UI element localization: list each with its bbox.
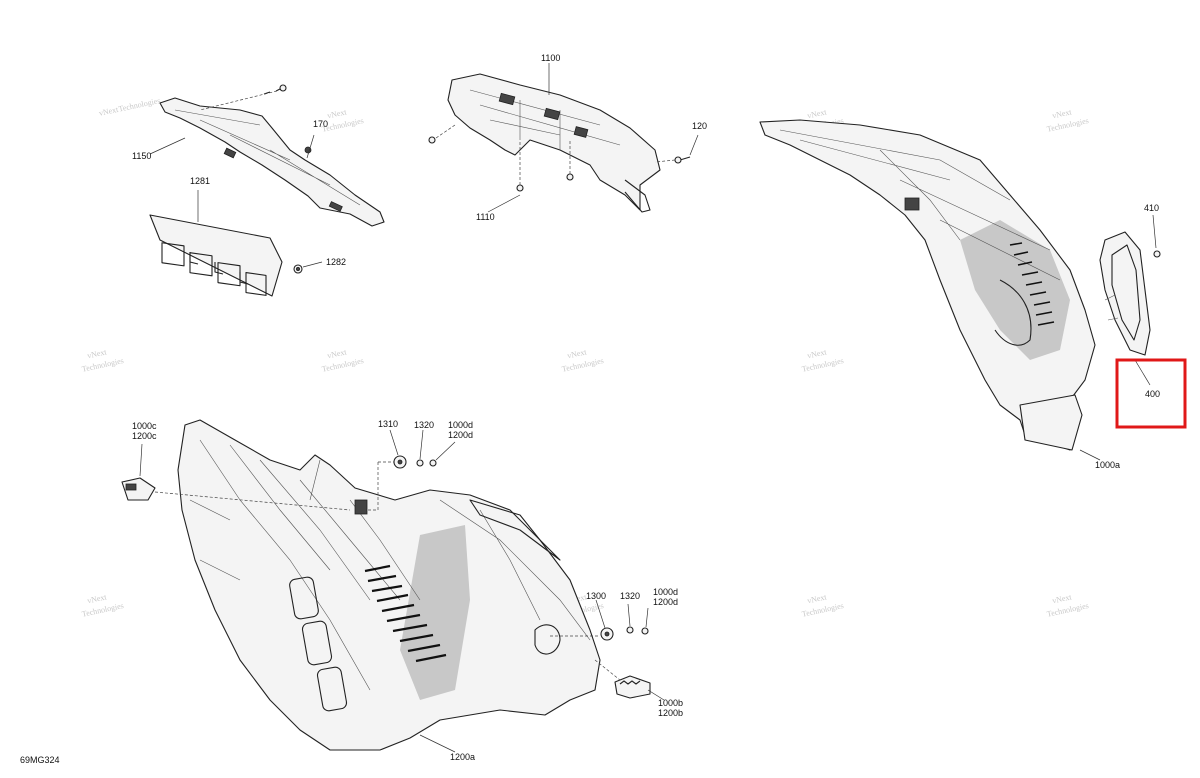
callout-1000d[interactable]: 1000d bbox=[653, 587, 678, 597]
part-1000b-clip[interactable] bbox=[614, 675, 651, 699]
diagram-code: 69MG324 bbox=[20, 755, 60, 765]
part-400-trim-frame[interactable] bbox=[1099, 231, 1151, 356]
callout-1000c[interactable]: 1000c bbox=[132, 421, 157, 431]
part-1200a-side-panel[interactable] bbox=[177, 419, 601, 751]
callout-1281[interactable]: 1281 bbox=[190, 176, 210, 186]
part-1281-vent-grille[interactable] bbox=[149, 214, 283, 297]
part-1100-bracket[interactable] bbox=[447, 73, 661, 213]
svg-text:vNext: vNext bbox=[326, 347, 348, 360]
callout-1000d[interactable]: 1000d bbox=[448, 420, 473, 430]
callout-1100[interactable]: 1100 bbox=[541, 53, 560, 63]
svg-text:vNext: vNext bbox=[806, 347, 828, 360]
svg-text:vNext: vNext bbox=[806, 592, 828, 605]
watermark: vNext Technologies bbox=[801, 592, 844, 618]
watermark: vNext Technologies bbox=[321, 347, 364, 373]
watermark: vNext Technologies bbox=[1046, 592, 1089, 618]
svg-text:vNext: vNext bbox=[98, 105, 120, 118]
washer-1000d-icon bbox=[641, 627, 649, 635]
watermark: vNext Technologies bbox=[1046, 107, 1089, 133]
callout-400[interactable]: 400 bbox=[1145, 389, 1160, 399]
watermark: vNext Technologies bbox=[98, 96, 161, 118]
screw-fastener-icon bbox=[263, 84, 287, 95]
callout-120[interactable]: 120 bbox=[692, 121, 707, 131]
callout-1320[interactable]: 1320 bbox=[414, 420, 434, 430]
screw-1320-icon bbox=[626, 626, 634, 634]
callout-410[interactable]: 410 bbox=[1144, 203, 1159, 213]
screw-fastener-icon bbox=[428, 136, 691, 192]
callout-1300[interactable]: 1300 bbox=[586, 591, 606, 601]
watermark: vNext Technologies bbox=[561, 347, 604, 373]
callout-1200b[interactable]: 1200b bbox=[658, 708, 683, 718]
watermark: vNext Technologies bbox=[81, 592, 124, 618]
vent-slots bbox=[364, 564, 447, 663]
svg-text:vNext: vNext bbox=[326, 107, 348, 120]
svg-text:vNext: vNext bbox=[1051, 107, 1073, 120]
callout-1200a[interactable]: 1200a bbox=[450, 752, 475, 762]
svg-text:Technologies: Technologies bbox=[118, 96, 161, 114]
highlight-box bbox=[1115, 358, 1187, 429]
screw-1320-icon bbox=[416, 459, 424, 467]
light-lens bbox=[289, 576, 348, 712]
grommet-1300-icon bbox=[600, 627, 614, 641]
part-1000c-clip[interactable] bbox=[121, 477, 156, 501]
svg-text:vNext: vNext bbox=[86, 347, 108, 360]
washer-1000d-icon bbox=[429, 459, 437, 467]
callout-170[interactable]: 170 bbox=[313, 119, 328, 129]
svg-text:vNext: vNext bbox=[566, 347, 588, 360]
screw-fastener-icon bbox=[1153, 250, 1161, 258]
callout-1110[interactable]: 1110 bbox=[476, 212, 495, 222]
callout-1200d[interactable]: 1200d bbox=[653, 597, 678, 607]
watermark: vNext Technologies bbox=[81, 347, 124, 373]
callout-1200d[interactable]: 1200d bbox=[448, 430, 473, 440]
callout-1200c[interactable]: 1200c bbox=[132, 431, 157, 441]
callout-1000a[interactable]: 1000a bbox=[1095, 460, 1120, 470]
callout-1150[interactable]: 1150 bbox=[132, 151, 151, 161]
callout-1282[interactable]: 1282 bbox=[326, 257, 346, 267]
watermark: vNext Technologies bbox=[801, 347, 844, 373]
svg-text:vNext: vNext bbox=[806, 107, 828, 120]
callout-1310[interactable]: 1310 bbox=[378, 419, 398, 429]
grommet-1310-icon bbox=[393, 455, 407, 469]
svg-text:vNext: vNext bbox=[86, 592, 108, 605]
callout-1000b[interactable]: 1000b bbox=[658, 698, 683, 708]
clip-fastener-icon bbox=[293, 264, 303, 274]
part-1150-bracket[interactable] bbox=[159, 97, 385, 227]
callout-1320[interactable]: 1320 bbox=[620, 591, 640, 601]
callout-labels: 1100 170 120 1150 1110 1281 1282 410 400… bbox=[132, 53, 1160, 762]
svg-text:vNext: vNext bbox=[1051, 592, 1073, 605]
part-1000a-side-panel[interactable] bbox=[759, 119, 1096, 451]
